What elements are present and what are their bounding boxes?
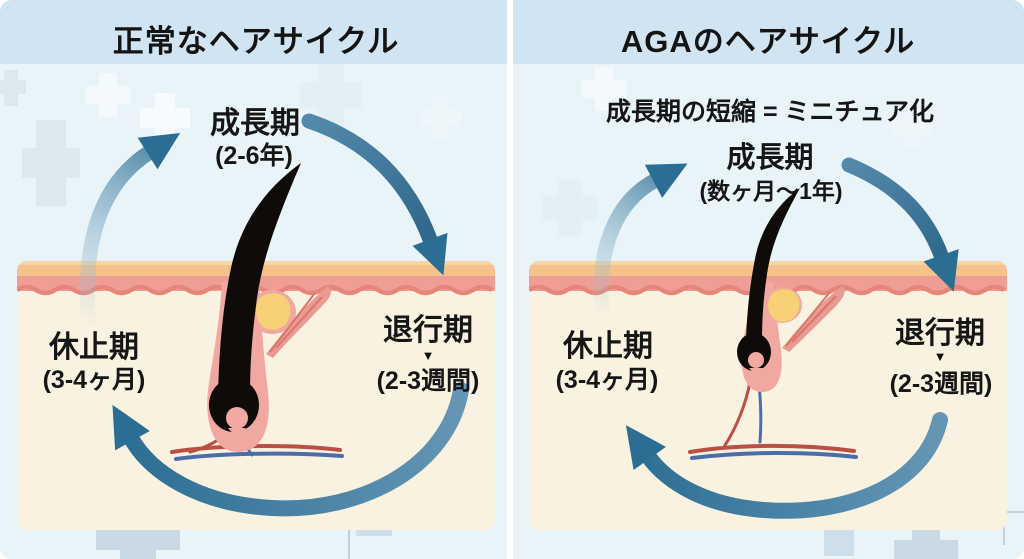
cycle-arrow-telogen	[112, 382, 469, 517]
left-panel-title: 正常なヘアサイクル	[112, 24, 400, 59]
cycle-arrow-catagen	[301, 113, 448, 276]
aga-cycle-illustration	[529, 67, 1024, 559]
hair-follicle-illustration	[170, 163, 344, 461]
cycle-arrow-catagen	[841, 157, 959, 292]
cycle-arrow-telogen	[625, 412, 948, 519]
cycle-arrow-growth	[593, 163, 688, 324]
cycle-arrows	[593, 157, 959, 519]
cycle-arrow-growth	[79, 132, 181, 334]
right-panel-title: AGAのヘアサイクル	[620, 24, 916, 59]
normal-cycle-illustration	[0, 70, 495, 559]
miniaturized-hair-follicle-illustration	[688, 188, 858, 460]
panel-divider	[507, 0, 513, 559]
cycle-arrows	[79, 113, 469, 517]
